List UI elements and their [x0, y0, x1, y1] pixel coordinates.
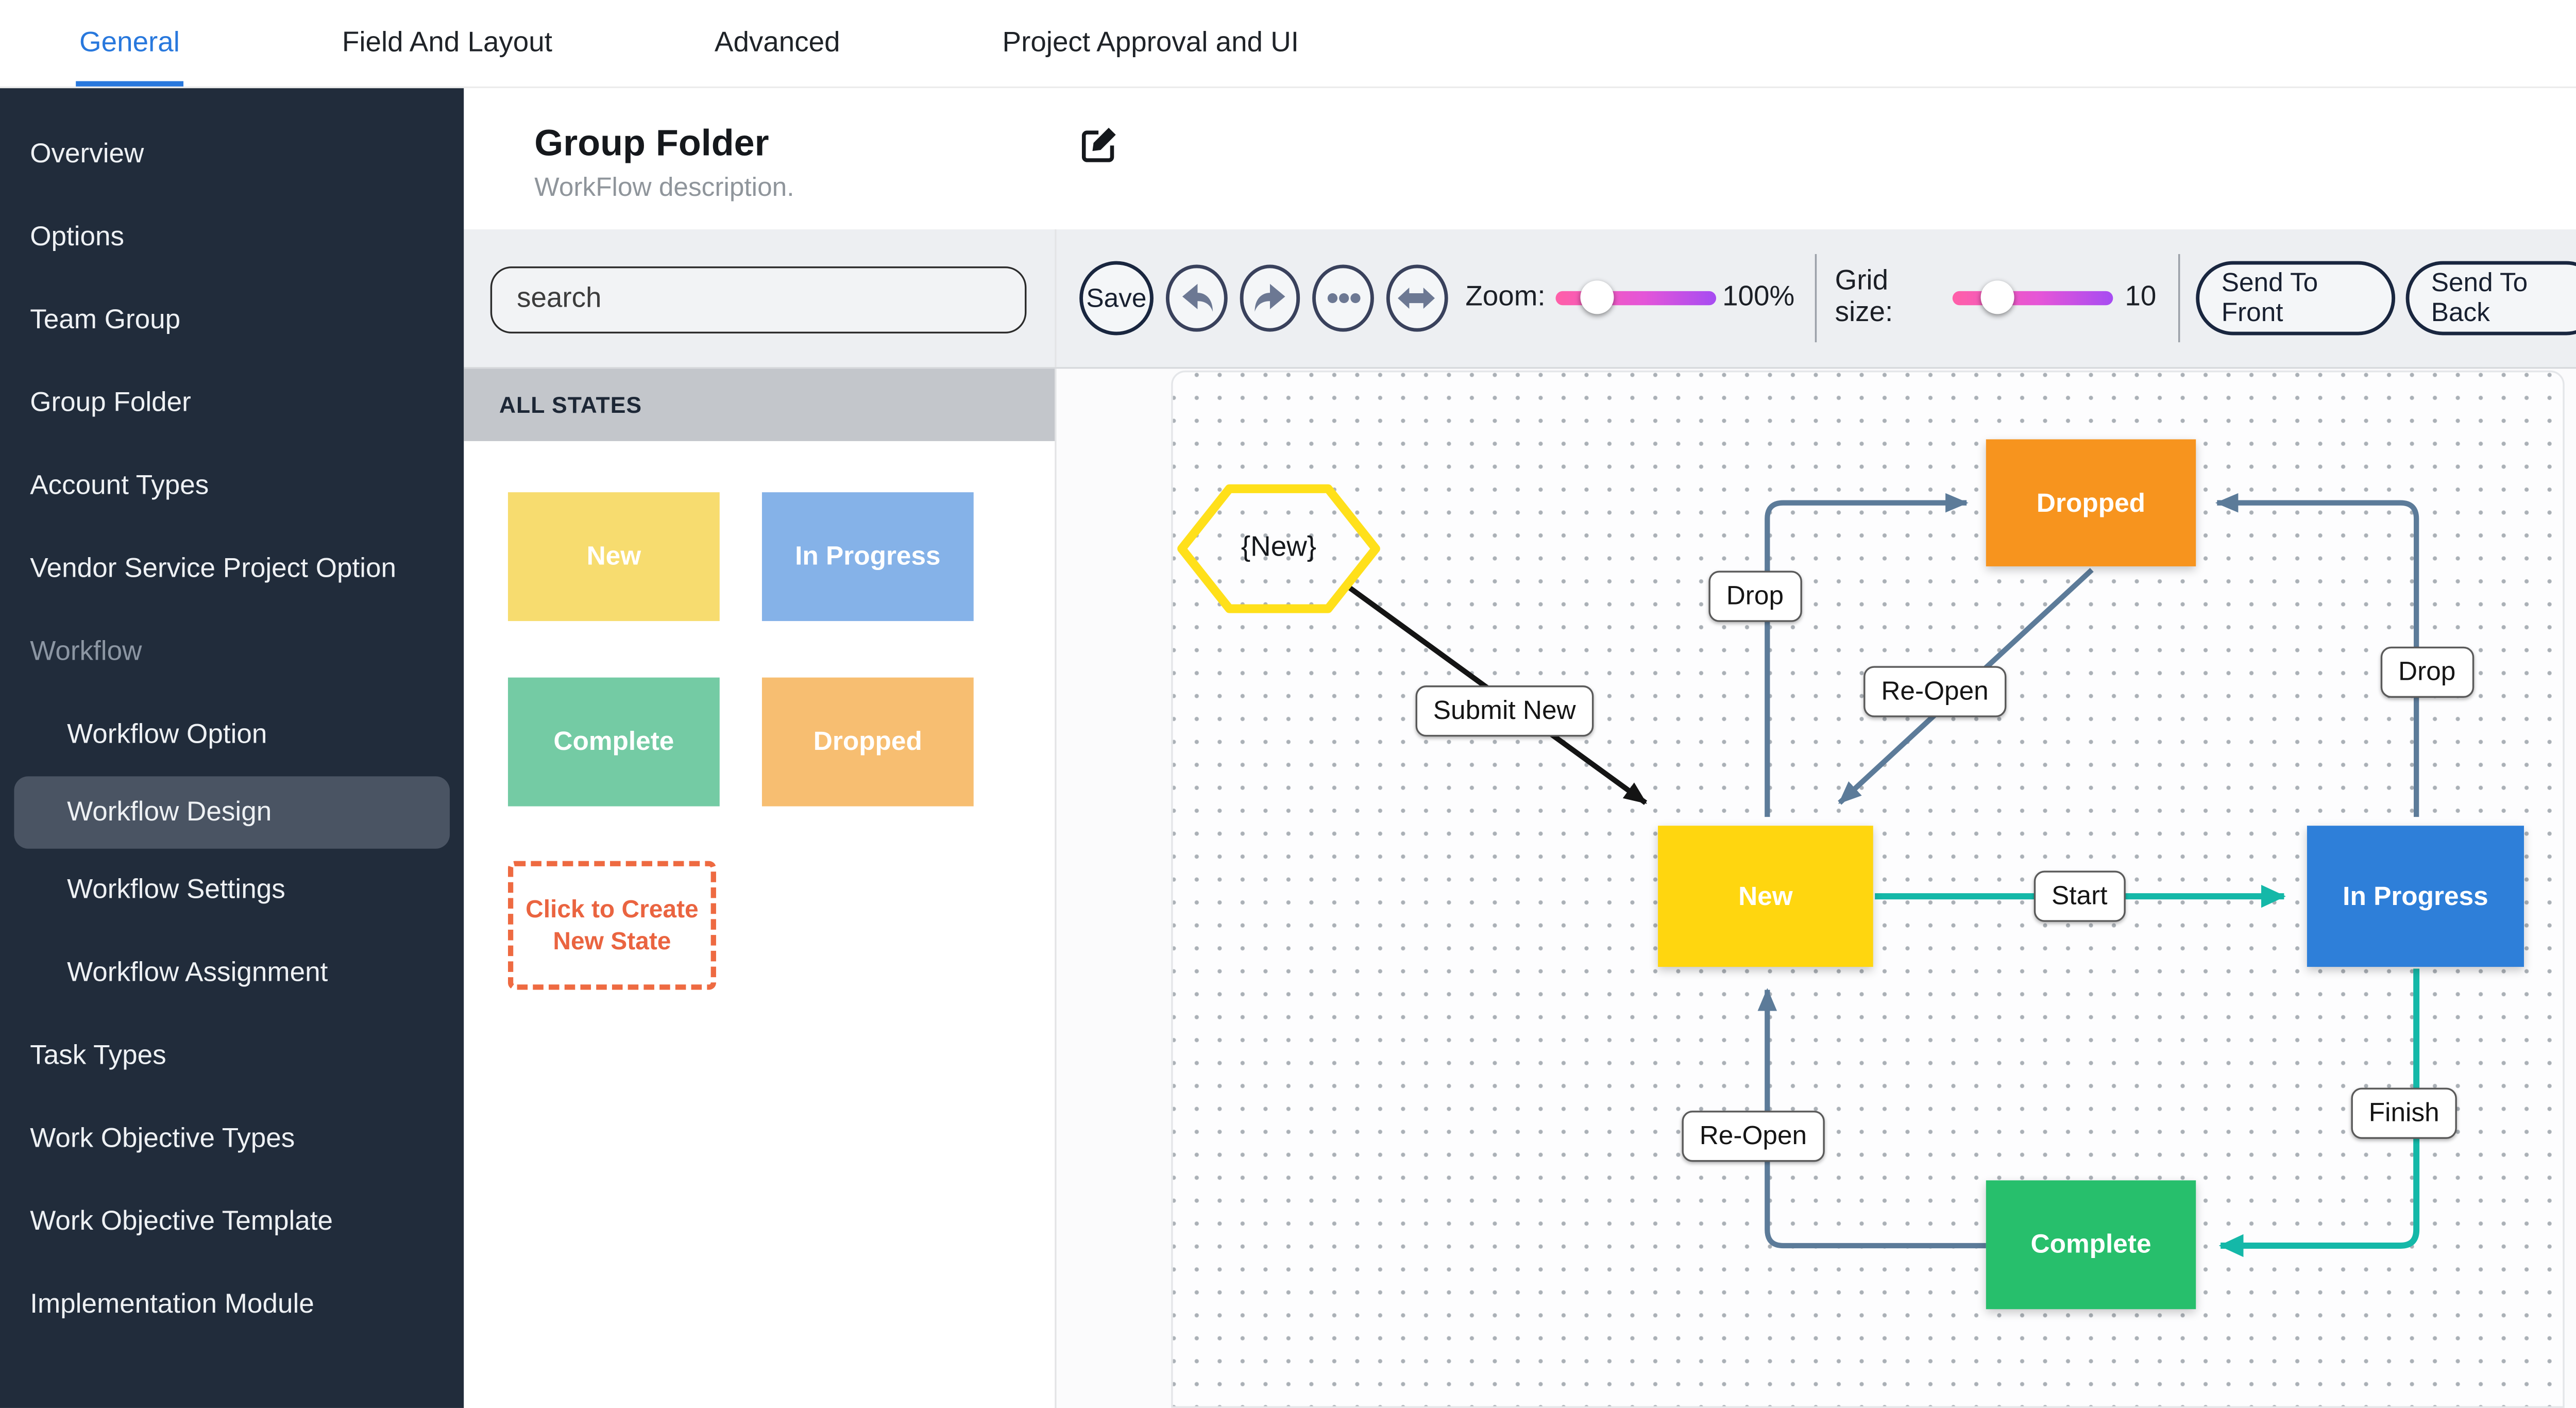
main-content: Group Folder WorkFlow description. Save: [464, 88, 2576, 1408]
toolbar-divider: [1816, 254, 1818, 343]
states-search-panel: [464, 229, 1057, 367]
edge-label-submit-new[interactable]: Submit New: [1415, 685, 1594, 737]
edge-label-start[interactable]: Start: [2033, 870, 2125, 922]
sidebar-item-workflow-settings[interactable]: Workflow Settings: [67, 875, 285, 906]
zoom-slider-knob[interactable]: [1581, 280, 1615, 314]
sidebar-item-workflow-assignment[interactable]: Workflow Assignment: [67, 958, 328, 988]
node-in-progress[interactable]: In Progress: [2307, 826, 2524, 967]
zoom-slider[interactable]: [1556, 280, 1716, 314]
page-title: Group Folder: [534, 123, 769, 164]
send-to-front-button[interactable]: Send To Front: [2196, 261, 2396, 336]
node-new[interactable]: New: [1658, 826, 1873, 967]
edge-label-finish[interactable]: Finish: [2351, 1087, 2457, 1139]
body-row: ALL STATES New In Progress Complete Drop…: [464, 368, 2576, 1408]
state-swatch-dropped[interactable]: Dropped: [761, 677, 974, 807]
page-subtitle: WorkFlow description.: [534, 173, 794, 203]
create-new-state-line1: Click to Create: [526, 894, 699, 923]
create-new-state-line2: New State: [553, 925, 671, 954]
zoom-label: Zoom:: [1465, 282, 1546, 312]
state-swatch-new[interactable]: New: [507, 492, 720, 622]
more-dots-button[interactable]: [1313, 264, 1375, 332]
sidebar-item-implementation-module[interactable]: Implementation Module: [30, 1289, 314, 1320]
sidebar-item-overview[interactable]: Overview: [30, 139, 144, 170]
tab-advanced[interactable]: Advanced: [714, 27, 840, 58]
top-tabbar: General Field And Layout Advanced Projec…: [0, 0, 2576, 89]
edge-label-reopen-top[interactable]: Re-Open: [1863, 666, 2006, 717]
sidebar-item-workflow-design[interactable]: Workflow Design: [14, 776, 450, 849]
undo-button[interactable]: [1165, 264, 1227, 332]
sidebar-item-account-types[interactable]: Account Types: [30, 471, 209, 501]
node-start-label: {New}: [1241, 532, 1317, 563]
grid-size-slider-knob[interactable]: [1981, 280, 2015, 314]
send-to-back-button[interactable]: Send To Back: [2406, 261, 2576, 336]
all-states-header: ALL STATES: [464, 368, 1055, 441]
tab-field-and-layout[interactable]: Field And Layout: [342, 27, 552, 58]
redo-button[interactable]: [1239, 264, 1301, 332]
state-swatch-in-progress[interactable]: In Progress: [761, 492, 974, 622]
diagram-paper[interactable]: {New} Dropped New In Progress Complete D…: [1171, 370, 2565, 1408]
grid-size-slider[interactable]: [1953, 280, 2113, 314]
tab-general[interactable]: General: [76, 0, 183, 87]
states-panel: ALL STATES New In Progress Complete Drop…: [464, 368, 1057, 1408]
edit-pencil-square-icon[interactable]: [1078, 124, 1120, 166]
grid-size-label: Grid size:: [1835, 266, 1893, 328]
edge-label-drop-right[interactable]: Drop: [2380, 646, 2473, 698]
toolbar-divider: [2177, 254, 2179, 343]
sidebar-item-group-folder[interactable]: Group Folder: [30, 388, 191, 418]
resize-horizontal-button[interactable]: [1386, 264, 1448, 332]
sidebar-item-options[interactable]: Options: [30, 222, 125, 253]
edge-label-reopen-bottom[interactable]: Re-Open: [1682, 1111, 1825, 1162]
sidebar-item-team-group[interactable]: Team Group: [30, 305, 181, 336]
edge-label-drop-left[interactable]: Drop: [1708, 571, 1802, 622]
sidebar: Overview Options Team Group Group Folder…: [0, 88, 464, 1408]
page-header: Group Folder WorkFlow description.: [464, 88, 2576, 230]
search-input[interactable]: [490, 266, 1027, 334]
sidebar-item-task-types[interactable]: Task Types: [30, 1041, 166, 1071]
node-start-hexagon[interactable]: {New}: [1176, 483, 1381, 614]
save-button[interactable]: Save: [1079, 261, 1154, 336]
tab-project-approval-and-ui[interactable]: Project Approval and UI: [1002, 27, 1299, 58]
sidebar-item-work-objective-template[interactable]: Work Objective Template: [30, 1206, 333, 1237]
node-complete[interactable]: Complete: [1986, 1180, 2196, 1310]
sidebar-item-vendor-service-project-option[interactable]: Vendor Service Project Option: [30, 554, 397, 584]
grid-size-value: 10: [2125, 282, 2157, 312]
node-dropped[interactable]: Dropped: [1986, 439, 2196, 566]
state-swatch-complete[interactable]: Complete: [507, 677, 720, 807]
workflow-canvas[interactable]: {New} Dropped New In Progress Complete D…: [1056, 368, 2576, 1408]
sidebar-item-workflow-option[interactable]: Workflow Option: [67, 719, 267, 750]
diagram-toolbar: Save Zoom: 100% Grid s: [1056, 229, 2576, 367]
toolbar-row: Save Zoom: 100% Grid s: [464, 229, 2576, 369]
zoom-value: 100%: [1722, 282, 1795, 312]
create-new-state-button[interactable]: Click to Create New State: [507, 861, 716, 990]
sidebar-item-work-objective-types[interactable]: Work Objective Types: [30, 1124, 295, 1154]
sidebar-section-workflow: Workflow: [30, 636, 142, 667]
